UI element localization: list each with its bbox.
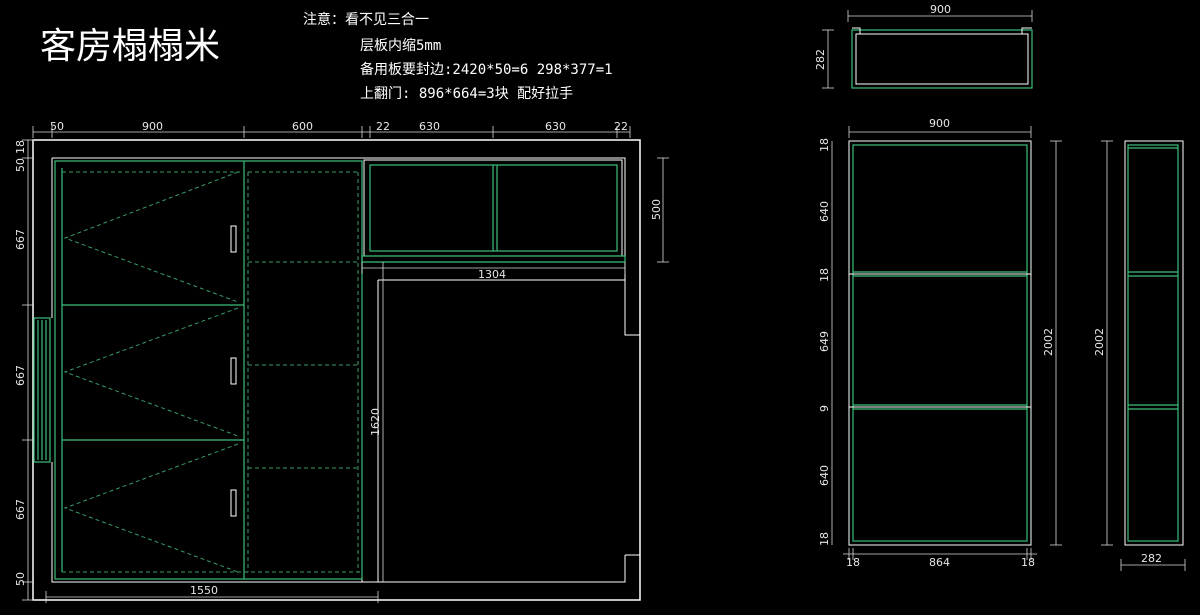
handle-3	[230, 489, 237, 517]
note-line-2: 层板内缩5mm	[360, 38, 441, 54]
dim-front-left-18b: 18	[818, 268, 831, 282]
dim-left-667a: 667	[14, 229, 27, 250]
dim-depth-500: 500	[650, 199, 663, 220]
dim-front-bottom-864: 864	[929, 556, 950, 569]
room-wall	[32, 139, 641, 601]
dim-front-left-649: 649	[818, 331, 831, 352]
note-line-3: 备用板要封边:2420*50=6 298*377=1	[360, 61, 613, 78]
dim-front-left-9: 9	[818, 405, 831, 412]
dim-left-18: 18	[14, 140, 27, 154]
dim-front-left-18c: 18	[818, 532, 831, 546]
dim-left-50a: 50	[14, 158, 27, 172]
dim-left-667b: 667	[14, 365, 27, 386]
floor-plan: 50 900 600 22 630 630 22 50 18 667 667 6…	[14, 120, 669, 603]
dim-top-630b: 630	[545, 120, 566, 133]
dim-top-22b: 22	[614, 120, 628, 133]
dim-front-height: 2002	[1042, 328, 1055, 356]
dim-box-width: 900	[930, 3, 951, 16]
wardrobe-front-view: 900 18 864 18 18 640 18 649 9 640 18 200…	[818, 117, 1062, 569]
lift-door-3	[63, 443, 239, 573]
dim-box-height: 282	[814, 49, 827, 70]
dim-top-50: 50	[50, 120, 64, 133]
note-line-1: 注意：看不见三合一	[303, 11, 429, 28]
wall-box-view: 900 282	[814, 3, 1033, 89]
dim-front-left-18a: 18	[818, 138, 831, 152]
dim-side-height: 2002	[1093, 328, 1106, 356]
dim-front-width: 900	[929, 117, 950, 130]
dim-front-bottom-18b: 18	[1021, 556, 1035, 569]
dim-vertical-1620: 1620	[369, 408, 382, 436]
dim-front-left-640a: 640	[818, 201, 831, 222]
dim-front-bottom-18a: 18	[846, 556, 860, 569]
handle-1	[230, 225, 237, 253]
tatami-platform	[54, 160, 363, 580]
room-wall-right-lower	[51, 462, 641, 600]
room-wall-inner	[52, 157, 640, 336]
wardrobe-side-view: 2002 282	[1093, 140, 1186, 571]
handle-2	[230, 357, 237, 385]
corridor-wall	[361, 262, 625, 582]
dim-left-50b: 50	[14, 572, 27, 586]
dim-side-depth: 282	[1141, 552, 1162, 565]
dim-top-630a: 630	[419, 120, 440, 133]
window	[33, 317, 51, 463]
dim-bottom-1550: 1550	[190, 584, 218, 597]
dim-left-667c: 667	[14, 499, 27, 520]
dim-cabinet-1304: 1304	[478, 268, 506, 281]
dim-front-left-640b: 640	[818, 465, 831, 486]
dim-top-600: 600	[292, 120, 313, 133]
lift-door-2	[63, 307, 239, 437]
lift-door-1	[63, 171, 239, 303]
drawing-title: 客房榻榻米	[40, 26, 220, 67]
dim-top-900: 900	[142, 120, 163, 133]
note-line-4: 上翻门: 896*664=3块 配好拉手	[360, 86, 573, 102]
dim-top-22a: 22	[376, 120, 390, 133]
